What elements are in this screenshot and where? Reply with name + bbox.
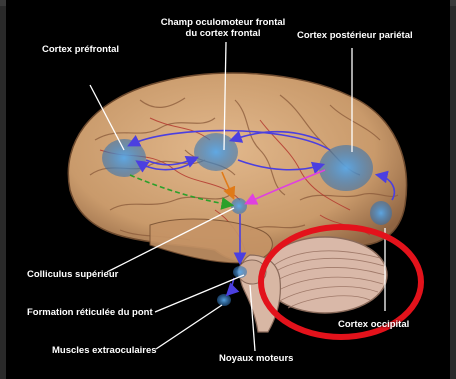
label-champ-line1: Champ oculomoteur frontal [148, 17, 298, 28]
region-frontal-eye-field [194, 133, 238, 171]
label-noyaux: Noyaux moteurs [219, 353, 293, 364]
label-cortex-parietal: Cortex postérieur pariétal [297, 30, 413, 41]
label-muscles: Muscles extraoculaires [52, 345, 157, 356]
label-cortex-prefrontal: Cortex préfrontal [42, 44, 119, 55]
label-formation-reticulee: Formation réticulée du pont [27, 307, 153, 318]
label-cortex-occipital: Cortex occipital [338, 319, 409, 330]
region-occipital [370, 201, 392, 225]
label-champ-oculomoteur: Champ oculomoteur frontal du cortex fron… [148, 17, 298, 39]
label-champ-line2: du cortex frontal [148, 28, 298, 39]
label-colliculus: Colliculus supérieur [27, 269, 118, 280]
region-reticular [217, 294, 231, 306]
region-parietal [319, 145, 373, 191]
region-prefrontal [102, 139, 146, 177]
region-colliculus [231, 198, 247, 214]
